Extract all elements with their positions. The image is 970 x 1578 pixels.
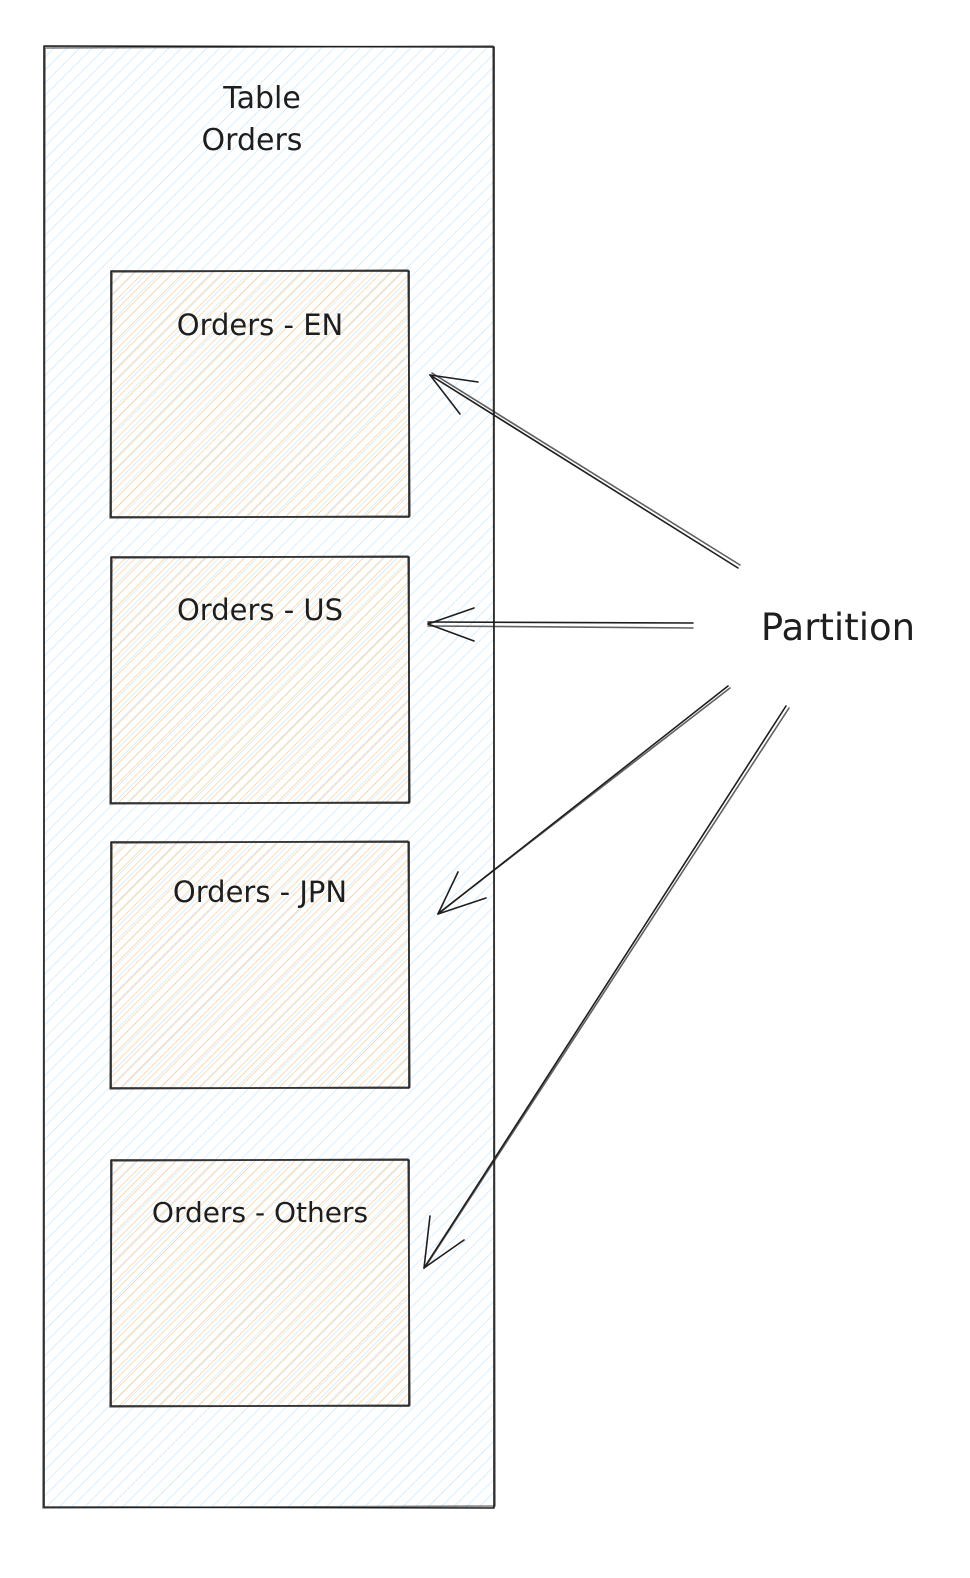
partition-label-us: Orders - US — [177, 593, 343, 627]
arrow-to-others — [423, 705, 790, 1269]
partition-label-others: Orders - Others — [152, 1196, 368, 1229]
arrow-to-jpn — [437, 685, 731, 915]
partition-box-en: Orders - EN — [109, 269, 411, 519]
partition-label-en: Orders - EN — [177, 308, 343, 342]
table-title-line1: Table — [222, 81, 301, 116]
partition-caption: Partition — [761, 606, 915, 649]
partition-label-jpn: Orders - JPN — [173, 875, 347, 909]
arrow-to-en — [429, 372, 741, 569]
table-title-line2: Orders — [202, 123, 303, 158]
partition-box-others: Orders - Others — [109, 1158, 411, 1408]
partition-box-jpn: Orders - JPN — [109, 840, 411, 1090]
arrow-to-us — [427, 607, 694, 642]
partition-box-us: Orders - US — [109, 555, 411, 805]
